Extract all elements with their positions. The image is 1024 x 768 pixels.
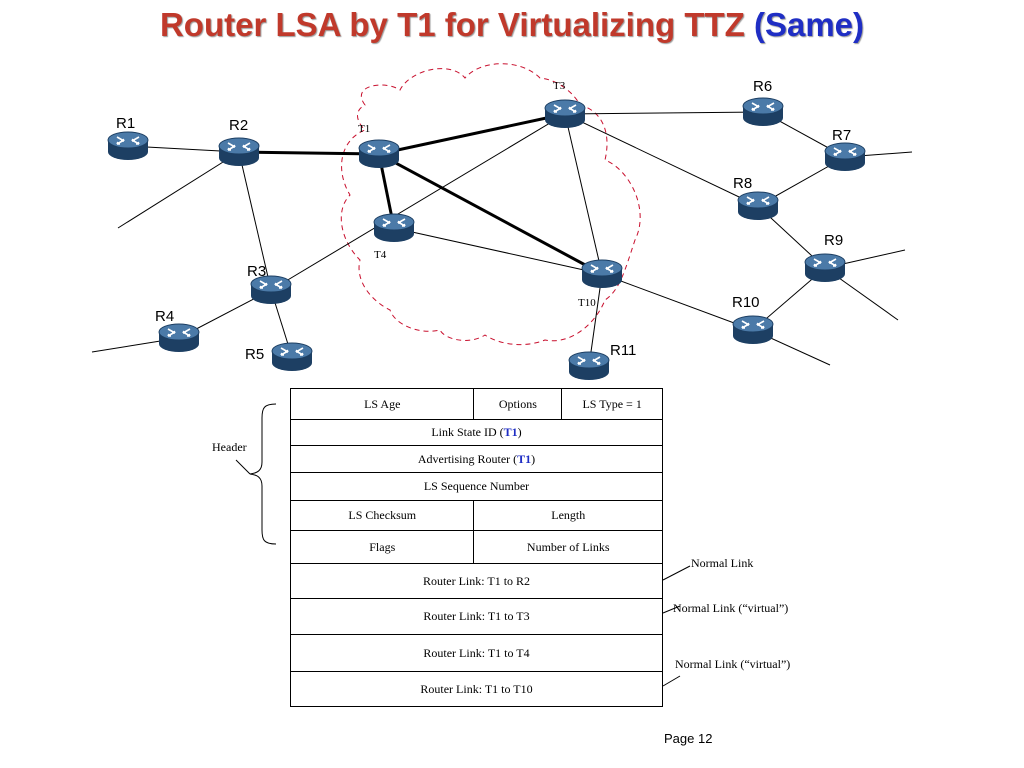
lsa-row-flags: Flags Number of Links: [289, 530, 663, 564]
link-t3-t10: [564, 113, 603, 275]
adv-prefix: Advertising Router (: [417, 451, 518, 466]
lsa-row-lsid: Link State ID (T1): [290, 419, 663, 446]
title-accent: (Same): [753, 6, 865, 43]
header-brace: [249, 403, 277, 545]
link-t3-r8: [564, 113, 759, 207]
ttz-cloud: [340, 63, 641, 345]
label-r2: R2: [229, 117, 248, 134]
slide-title: Router LSA by T1 for Virtualizing TTZ (S…: [0, 6, 1024, 44]
router-lsa-table: LS Age Options LS Type = 1 Link State ID…: [289, 388, 663, 707]
link-t1-t3: [378, 112, 566, 156]
label-r3: R3: [247, 263, 266, 280]
lsid-value: T1: [503, 425, 518, 439]
link-t10-r10: [601, 273, 754, 331]
link-r3-t3: [270, 113, 566, 291]
num-links-cell: Number of Links: [473, 530, 663, 564]
lsa-row-link: Router Link: T1 to T3: [290, 598, 663, 635]
ls-type-cell: LS Type = 1: [561, 388, 663, 420]
router-link-cell: Router Link: T1 to T4: [290, 634, 663, 672]
label-r6: R6: [753, 78, 772, 95]
header-pointer: [235, 459, 251, 475]
label-r5: R5: [245, 346, 264, 363]
page-number: Page 12: [664, 731, 713, 746]
router-link-cell: Router Link: T1 to T3: [290, 598, 663, 635]
flags-cell: Flags: [289, 530, 475, 564]
virtual-link-annotation-2: Normal Link (“virtual”): [675, 657, 791, 671]
lsa-row-link: Router Link: T1 to T10: [290, 671, 663, 707]
label-t4: T4: [374, 249, 387, 261]
link-r2-t1: [238, 150, 380, 156]
lsa-row-adv: Advertising Router (T1): [290, 445, 663, 473]
router-labels: R1 R2 R3 R4 R5 R6 R7 R8 R9 R10 R11 T1 T3…: [116, 78, 851, 363]
label-t1: T1: [358, 123, 370, 135]
header-annotation: Header: [212, 440, 247, 454]
ls-sequence-cell: LS Sequence Number: [290, 472, 663, 501]
advertising-router-cell: Advertising Router (T1): [290, 445, 663, 473]
lsa-row-link: Router Link: T1 to R2: [290, 563, 663, 599]
link-r2-ext: [117, 151, 240, 229]
link-state-id-cell: Link State ID (T1): [290, 419, 663, 446]
options-cell: Options: [473, 388, 563, 420]
lsid-prefix: Link State ID (: [431, 425, 504, 439]
lsid-suffix: ): [517, 425, 522, 439]
link-t4-t10: [393, 227, 603, 275]
pointer-virtual-2: [662, 675, 681, 687]
label-r1: R1: [116, 115, 135, 132]
router-link-cell: Router Link: T1 to T10: [290, 671, 663, 707]
ls-checksum-cell: LS Checksum: [289, 500, 475, 531]
adv-value: T1: [517, 451, 532, 466]
virtual-link-annotation-1: Normal Link (“virtual”): [673, 601, 789, 615]
label-r8: R8: [733, 175, 752, 192]
label-t3: T3: [553, 80, 566, 92]
lsa-row-checksum: LS Checksum Length: [289, 500, 663, 531]
label-r9: R9: [824, 232, 843, 249]
link-r2-r3: [238, 151, 272, 291]
adv-suffix: ): [531, 451, 536, 466]
network-topology: R1 R2 R3 R4 R5 R6 R7 R8 R9 R10 R11 T1 T3…: [91, 63, 913, 381]
pointer-virtual-1: [662, 605, 681, 614]
link-t1-t10: [378, 152, 603, 276]
label-r4: R4: [155, 308, 174, 325]
ls-age-cell: LS Age: [289, 388, 475, 420]
lsa-row-link: Router Link: T1 to T4: [290, 634, 663, 672]
label-r11: R11: [610, 342, 636, 359]
label-t10: T10: [578, 297, 596, 309]
router-link-cell: Router Link: T1 to R2: [290, 563, 663, 599]
length-cell: Length: [473, 500, 663, 531]
lsa-row-seq: LS Sequence Number: [290, 472, 663, 501]
normal-link-annotation: Normal Link: [691, 556, 754, 570]
link-t3-r6: [564, 111, 764, 115]
label-r10: R10: [732, 294, 760, 311]
pointer-normal-link: [662, 565, 691, 581]
lsa-row-age: LS Age Options LS Type = 1: [289, 388, 663, 420]
link-t10-r11: [588, 273, 603, 367]
label-r7: R7: [832, 127, 851, 144]
title-main: Router LSA by T1 for Virtualizing TTZ: [159, 6, 754, 43]
